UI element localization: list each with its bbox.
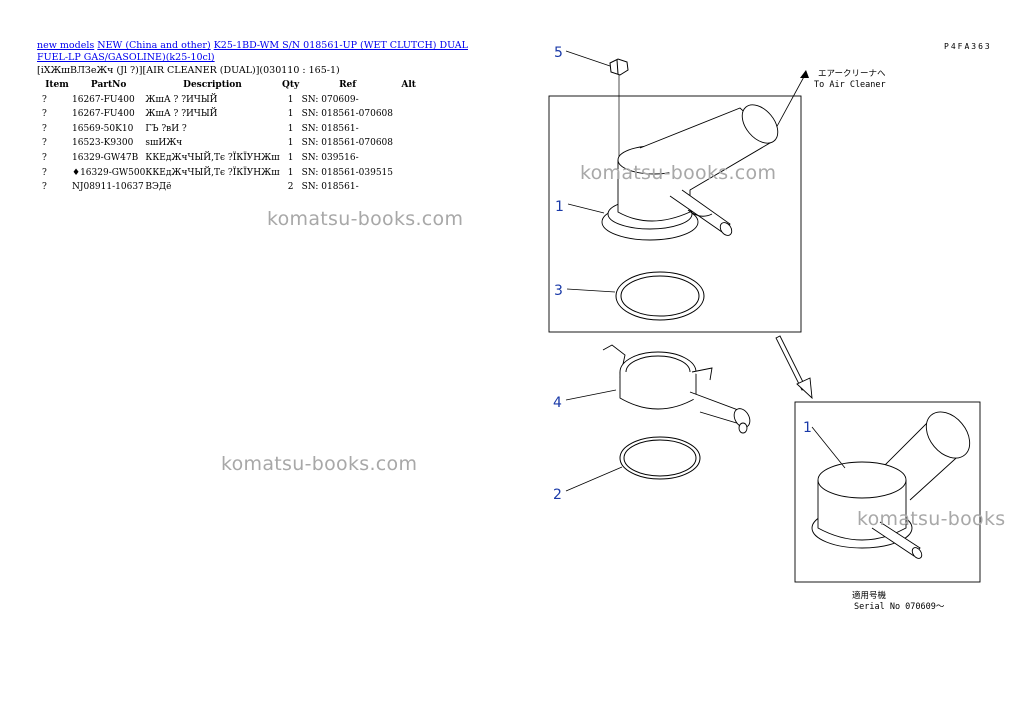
to-air-cleaner-en: To Air Cleaner — [814, 80, 886, 90]
breadcrumb-link-model[interactable]: K25-1BD-WM S/N 018561-UP (WET CLUTCH) DU… — [37, 40, 468, 63]
cell-partno: 16569-50K10 — [72, 123, 134, 134]
table-row: ? 16523-K9300 sшИЖч 1 SN: 018561-070608 — [37, 136, 424, 151]
section-title: [iХЖшВЛЗеЖч (Jl ?)][AIR CLEANER (DUAL)](… — [37, 65, 340, 76]
cell-partno: 16523-K9300 — [72, 138, 134, 149]
cell-ref: SN: 018561-070608 — [301, 138, 393, 149]
leader-line-5 — [565, 50, 611, 67]
table-row: ? 16329-GW47B ККЕдЖчЧЫЙ,Тє ?ЇКЇУНЖш 1 SN… — [37, 151, 424, 166]
cell-description: ЖшА ? ?ИЧЫЙ — [145, 109, 218, 120]
cell-item: ? — [42, 138, 47, 149]
cell-ref: SN: 018561- — [301, 182, 359, 193]
leader-line-1-lower — [811, 426, 846, 469]
table-header-row: Item PartNo Description Qty Ref Alt — [37, 78, 424, 93]
cell-partno: 16267-FU400 — [72, 109, 135, 120]
cell-qty: 1 — [287, 152, 294, 163]
cell-item: ? — [42, 94, 47, 105]
cell-description: sшИЖч — [145, 138, 183, 149]
serial-note-jp: 適用号機 — [852, 590, 887, 601]
column-header-alt: Alt — [401, 80, 416, 90]
cell-description: ВЭДё — [145, 182, 172, 193]
cell-qty: 1 — [287, 167, 294, 178]
to-air-cleaner-jp: エアークリーナへ — [818, 69, 886, 79]
cell-alt — [394, 151, 424, 166]
lower-detail-box — [794, 401, 981, 583]
cell-qty: 1 — [287, 123, 294, 134]
housing-upper-drawing — [601, 104, 779, 241]
leader-line-4 — [565, 389, 617, 401]
cell-alt — [394, 180, 424, 195]
breadcrumb: new models NEW (China and other) K25-1BD… — [37, 40, 497, 64]
cell-qty: 1 — [287, 94, 294, 105]
watermark: komatsu-books — [857, 508, 1006, 530]
cell-ref: SN: 070609- — [301, 94, 359, 105]
cell-partno: 16267-FU400 — [72, 94, 135, 105]
watermark: komatsu-books.com — [221, 453, 418, 475]
cell-item: ? — [42, 123, 47, 134]
callout-5: 5 — [554, 45, 563, 61]
breadcrumb-link-region[interactable]: NEW (China and other) — [97, 40, 211, 51]
cell-qty: 1 — [287, 138, 294, 149]
upper-detail-box — [548, 95, 802, 333]
cell-qty: 2 — [287, 182, 294, 193]
breadcrumb-link-new-models[interactable]: new models — [37, 40, 95, 51]
cell-description: ЖшА ? ?ИЧЫЙ — [145, 94, 218, 105]
column-header-item: Item — [45, 80, 69, 90]
table-row: ? ♦16329-GW500 ККЕдЖчЧЫЙ,Тє ?ЇКЇУНЖш 1 S… — [37, 166, 424, 181]
callout-4: 4 — [553, 395, 562, 411]
leader-line-1-upper — [567, 203, 605, 214]
table-row: ? 16267-FU400 ЖшА ? ?ИЧЫЙ 1 SN: 018561-0… — [37, 107, 424, 122]
cell-alt — [394, 122, 424, 137]
cell-ref: SN: 018561-039515 — [301, 167, 393, 178]
table-row: ? NJ08911-10637 ВЭДё 2 SN: 018561- — [37, 180, 424, 195]
parts-table: Item PartNo Description Qty Ref Alt ? 16… — [37, 78, 424, 195]
cell-item: ? — [42, 182, 47, 193]
watermark: komatsu-books.com — [267, 208, 464, 230]
table-row: ? 16569-50K10 ГЪ ?вИ ? 1 SN: 018561- — [37, 122, 424, 137]
cell-description: ГЪ ?вИ ? — [145, 123, 187, 134]
cell-ref: SN: 039516- — [301, 152, 359, 163]
leader-line-2 — [565, 466, 623, 492]
cell-qty: 1 — [287, 109, 294, 120]
cell-ref: SN: 018561-070608 — [301, 109, 393, 120]
o-ring-2-drawing — [619, 436, 701, 480]
callout-3: 3 — [554, 283, 563, 299]
cell-ref: SN: 018561- — [301, 123, 359, 134]
cell-item: ? — [42, 167, 47, 178]
adapter-4-drawing — [602, 344, 751, 434]
cell-partno: NJ08911-10637 — [72, 182, 144, 193]
parts-diagram: P4FA363 5 エアークリーナへ To Air Cleaner 1 3 — [548, 42, 992, 612]
cell-alt — [394, 107, 424, 122]
housing-lower-drawing — [811, 411, 971, 559]
arrow-to-air-cleaner — [774, 72, 807, 131]
arrow-head-icon — [800, 70, 809, 78]
diagram-code: P4FA363 — [944, 42, 992, 51]
cell-partno: 16329-GW47B — [72, 152, 139, 163]
cell-alt — [394, 93, 424, 108]
cell-description: ККЕдЖчЧЫЙ,Тє ?ЇКЇУНЖш — [145, 152, 280, 163]
serial-note-en: Serial No 070609～ — [854, 602, 945, 612]
cell-alt — [394, 136, 424, 151]
cell-alt — [394, 166, 424, 181]
detail-arrow-icon — [775, 335, 813, 400]
leader-line-3 — [566, 288, 616, 293]
column-header-partno: PartNo — [90, 80, 127, 90]
o-ring-3-drawing — [615, 271, 705, 321]
watermark: komatsu-books.com — [580, 162, 777, 184]
table-row: ? 16267-FU400 ЖшА ? ?ИЧЫЙ 1 SN: 070609- — [37, 93, 424, 108]
callout-1-upper: 1 — [555, 199, 564, 215]
callout-1-lower: 1 — [803, 420, 812, 436]
column-header-ref: Ref — [339, 80, 357, 90]
cell-partno: ♦16329-GW500 — [72, 167, 146, 178]
cell-item: ? — [42, 109, 47, 120]
column-header-description: Description — [183, 80, 242, 90]
cell-description: ККЕдЖчЧЫЙ,Тє ?ЇКЇУНЖш — [145, 167, 280, 178]
callout-2: 2 — [553, 487, 562, 503]
column-header-qty: Qty — [282, 80, 300, 90]
cell-item: ? — [42, 152, 47, 163]
